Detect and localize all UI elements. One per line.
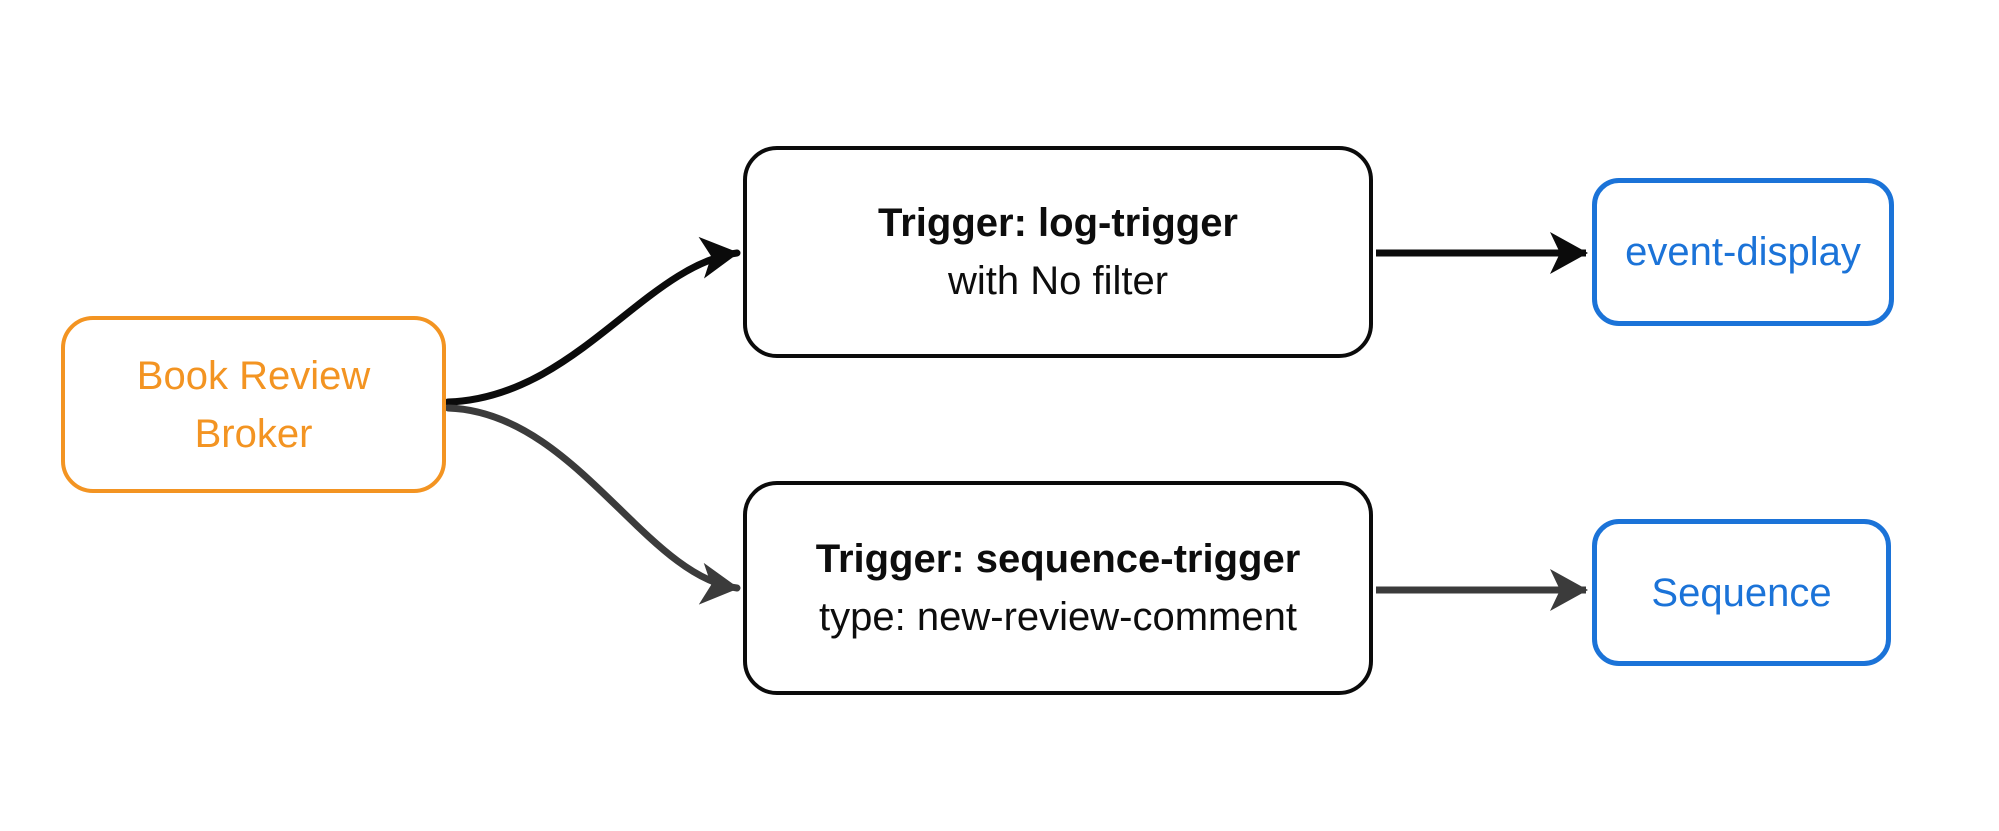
log-trigger-title: Trigger: log-trigger	[878, 201, 1238, 245]
node-sequence-trigger: Trigger: sequence-trigger type: new-revi…	[743, 481, 1373, 695]
broker-label-line1: Book Review	[136, 353, 371, 398]
node-broker: Book Review Broker	[61, 316, 446, 493]
node-event-display: event-display	[1592, 178, 1894, 326]
edge-broker-to-sequence-trigger	[444, 404, 741, 605]
sequence-label: Sequence	[1651, 570, 1832, 615]
node-log-trigger: Trigger: log-trigger with No filter	[743, 146, 1373, 358]
edge-broker-to-log-trigger	[444, 236, 741, 406]
sequence-trigger-title: Trigger: sequence-trigger	[815, 537, 1301, 581]
sequence-trigger-subtitle: type: new-review-comment	[819, 595, 1297, 639]
event-display-label: event-display	[1625, 230, 1861, 274]
log-trigger-subtitle: with No filter	[947, 259, 1169, 303]
broker-label-line2: Broker	[194, 411, 313, 456]
node-sequence: Sequence	[1592, 519, 1891, 666]
